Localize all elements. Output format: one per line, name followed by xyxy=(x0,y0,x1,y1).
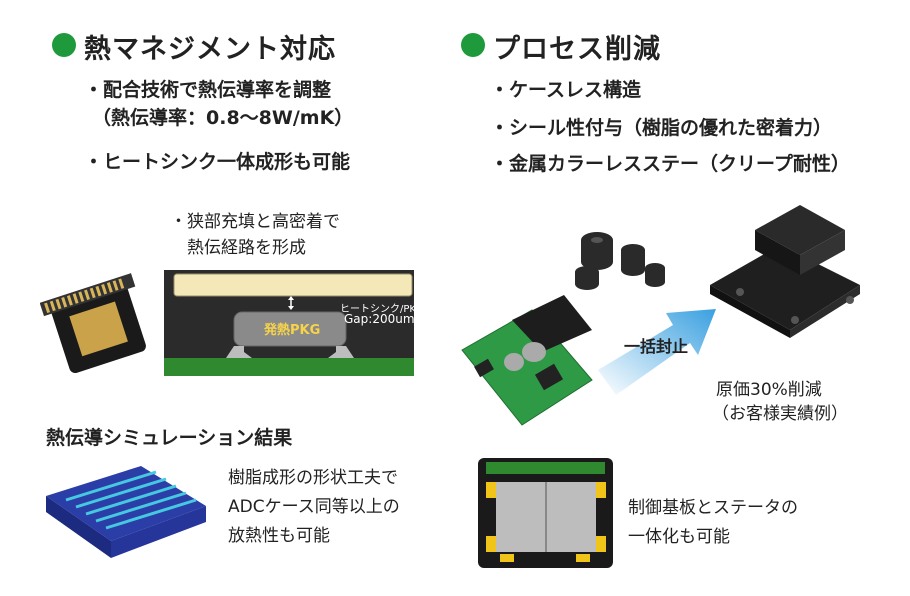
gap-label-2: Gap:200um xyxy=(344,312,415,326)
molded-module-image xyxy=(710,205,860,338)
pcb-board xyxy=(164,358,414,376)
pcb-board-image xyxy=(461,295,593,426)
connector-block xyxy=(512,295,592,352)
chip-gold-pad xyxy=(69,301,128,357)
bullet-thermal-conductivity: ・配合技術で熱伝導率を調整 xyxy=(84,79,332,101)
simulation-title: 熱伝導シミュレーション結果 xyxy=(46,427,293,449)
bullet-heatsink: ・ヒートシンク一体成形も可能 xyxy=(84,151,351,173)
bullet-conductivity-value: （熱伝導率：0.8～8W/mK） xyxy=(92,107,354,129)
bullet-collarless: ・金属カラーレスステー（クリープ耐性） xyxy=(490,153,850,175)
bullet-caseless: ・ケースレス構造 xyxy=(490,79,642,101)
simulation-heatsink-image xyxy=(46,466,206,558)
heading-process: プロセス削減 xyxy=(493,34,661,65)
stator-cross-section-image xyxy=(478,458,613,568)
bullet-seal: ・シール性付与（樹脂の優れた密着力） xyxy=(490,117,833,139)
bottom-text-1: 制御基板とステータの xyxy=(628,498,798,518)
control-board xyxy=(486,462,605,474)
heading-thermal: 熱マネジメント対応 xyxy=(84,34,336,65)
sim-text-2: ADCケース同等以上の xyxy=(228,497,400,517)
pkg-body xyxy=(233,311,347,347)
pkg-lead-right xyxy=(328,346,354,358)
pkg-label: 発熱PKG xyxy=(264,323,321,338)
process-arrow xyxy=(598,309,716,395)
callout-line-2: 熱伝経路を形成 xyxy=(170,238,306,258)
cross-section-diagram xyxy=(164,270,414,376)
green-bullet-icon xyxy=(52,33,76,57)
heatsink-top xyxy=(46,466,206,541)
cost-reduction-text: 原価30%削減 xyxy=(716,380,822,400)
sim-text-3: 放熱性も可能 xyxy=(228,526,330,546)
green-bullet-icon xyxy=(461,33,485,57)
pcb xyxy=(461,309,593,426)
cost-reduction-note: （お客様実績例） xyxy=(712,404,848,424)
gap-label-1: ヒートシンク/PKG間 xyxy=(340,304,434,315)
chip-module-image xyxy=(40,273,146,373)
pkg-lead-left xyxy=(226,346,252,358)
sim-text-1: 樹脂成形の形状工夫で xyxy=(228,468,398,488)
bottom-text-2: 一体化も可能 xyxy=(628,527,730,547)
callout-line-1: ・狭部充填と高密着で xyxy=(170,212,340,232)
arrow-label: 一括封止 xyxy=(624,337,689,356)
metal-collars-image xyxy=(575,232,665,290)
heatsink-plate xyxy=(173,273,413,297)
module-base xyxy=(710,245,860,330)
